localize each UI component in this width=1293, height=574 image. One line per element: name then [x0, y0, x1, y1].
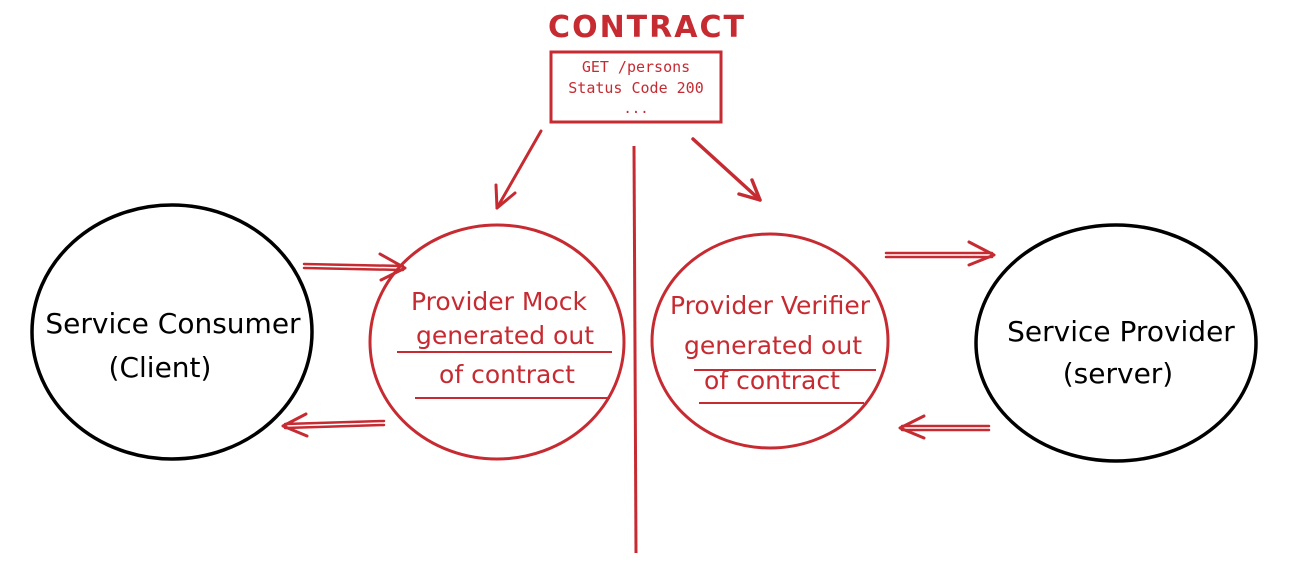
provider-to-verifier-arrow: [900, 424, 991, 432]
contract-line-ellipsis: ...: [623, 101, 648, 117]
consumer-label: Service Consumer: [45, 307, 301, 340]
consumer-sublabel: (Client): [109, 351, 212, 384]
consumer-to-mock-arrowhead: [378, 252, 407, 282]
mock-generated-label: generated out: [416, 321, 594, 350]
mock-circle: [368, 223, 626, 461]
verifier-label: Provider Verifier: [670, 291, 871, 320]
mock-to-consumer-arrow: [283, 419, 386, 430]
provider-label: Service Provider: [1007, 315, 1235, 348]
contract-title: CONTRACT: [548, 10, 746, 45]
consumer-to-mock-arrow: [302, 262, 405, 272]
contract-to-mock-arrow: [495, 129, 543, 210]
contract-to-verifier-arrow: [691, 137, 762, 202]
divider-line: [632, 145, 638, 554]
verifier-to-provider-arrowhead: [967, 240, 996, 267]
mock-to-consumer-arrowhead: [281, 412, 309, 438]
mock-contract-label: of contract: [439, 360, 575, 389]
verifier-circle: [650, 232, 890, 450]
provider-sublabel: (server): [1063, 357, 1173, 390]
consumer-circle: [30, 203, 314, 461]
contract-to-mock-arrowhead: [494, 183, 517, 210]
contract-to-verifier-arrowhead: [737, 178, 762, 202]
provider-to-verifier-arrowhead: [898, 414, 926, 440]
verifier-to-provider-arrow: [884, 251, 994, 259]
verifier-contract-label: of contract: [704, 366, 840, 395]
contract-line-endpoint: GET /persons: [582, 58, 690, 76]
mock-label: Provider Mock: [411, 287, 587, 316]
provider-circle: [974, 223, 1258, 463]
verifier-generated-label: generated out: [684, 331, 862, 360]
contract-line-status: Status Code 200: [568, 79, 703, 97]
contract-box: [549, 50, 723, 124]
